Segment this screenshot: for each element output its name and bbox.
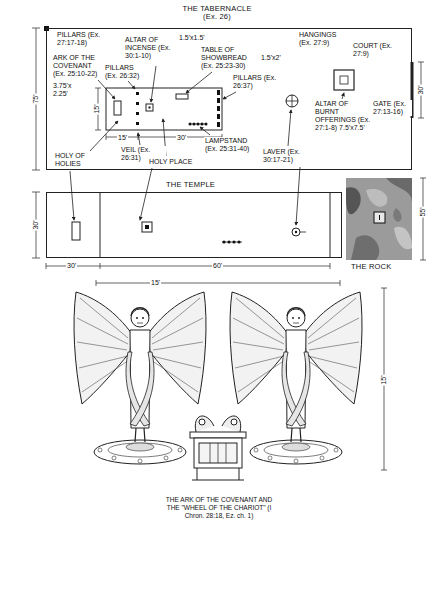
section-heading: THE ROCK bbox=[350, 263, 392, 271]
dimension-lines bbox=[32, 28, 426, 470]
part-label: HOLY OF HOLIES bbox=[54, 152, 96, 168]
section-heading: THE TABERNACLE (Ex. 26) bbox=[177, 5, 257, 21]
dimension-label: 15' bbox=[380, 374, 388, 385]
dimension-label: 15' bbox=[93, 103, 101, 114]
section-heading: THE TEMPLE bbox=[165, 181, 216, 189]
part-label: HANGINGS (Ex. 27:9) bbox=[298, 31, 346, 47]
figure-caption: THE ARK OF THE COVENANT AND THE "WHEEL O… bbox=[163, 496, 275, 520]
size-label: 1.5'x1.5' bbox=[178, 34, 206, 42]
leader-lines bbox=[70, 66, 344, 225]
part-label: ALTAR OF INCENSE (Ex. 30:1-10) bbox=[124, 36, 178, 60]
part-label: TABLE OF SHOWBREAD (Ex. 25:23-30) bbox=[200, 46, 260, 70]
dimension-label: 55' bbox=[419, 206, 427, 217]
dimension-label: 30' bbox=[417, 84, 425, 95]
dimension-label: 30' bbox=[176, 134, 187, 142]
temple-rectangle: THE TEMPLE bbox=[46, 192, 342, 258]
part-label: GATE (Ex. 27:13-16) bbox=[372, 100, 412, 116]
rock-photo-frame: THE ROCK bbox=[346, 178, 412, 260]
size-label: 1.5'x2' bbox=[260, 54, 282, 62]
part-label: COURT (Ex. 27:9) bbox=[352, 42, 398, 58]
rock-photo bbox=[346, 178, 412, 260]
cherub-figure bbox=[74, 292, 206, 464]
ark-figure bbox=[190, 416, 246, 480]
cherub-figure bbox=[230, 292, 362, 464]
part-label: PILLARS (Ex. 26:32) bbox=[104, 64, 146, 80]
part-label: ALTAR OF BURNT OFFERINGS (Ex. 27:1-8) 7.… bbox=[314, 100, 372, 132]
dimension-label: 30' bbox=[66, 262, 77, 270]
part-label: PILLARS (Ex. 26:37) bbox=[232, 74, 278, 90]
temple-contents bbox=[72, 192, 330, 258]
dimension-label: 15' bbox=[117, 134, 128, 142]
part-label: HOLY PLACE bbox=[148, 158, 193, 166]
dimension-label: 75' bbox=[32, 93, 40, 104]
dimension-label: 15' bbox=[150, 279, 161, 287]
part-label: ARK OF THE COVENANT (Ex. 25:10-22) bbox=[52, 54, 102, 78]
dimension-label: 30' bbox=[32, 219, 40, 230]
part-label: PILLARS (Ex. 27:17-18) bbox=[56, 31, 108, 47]
size-label: 3.75'x 2.25' bbox=[52, 82, 84, 98]
dimension-label: 60' bbox=[212, 262, 223, 270]
part-label: LAVER (Ex. 30:17-21) bbox=[262, 148, 316, 164]
part-label: LAMPSTAND (Ex. 25:31-40) bbox=[204, 137, 262, 153]
